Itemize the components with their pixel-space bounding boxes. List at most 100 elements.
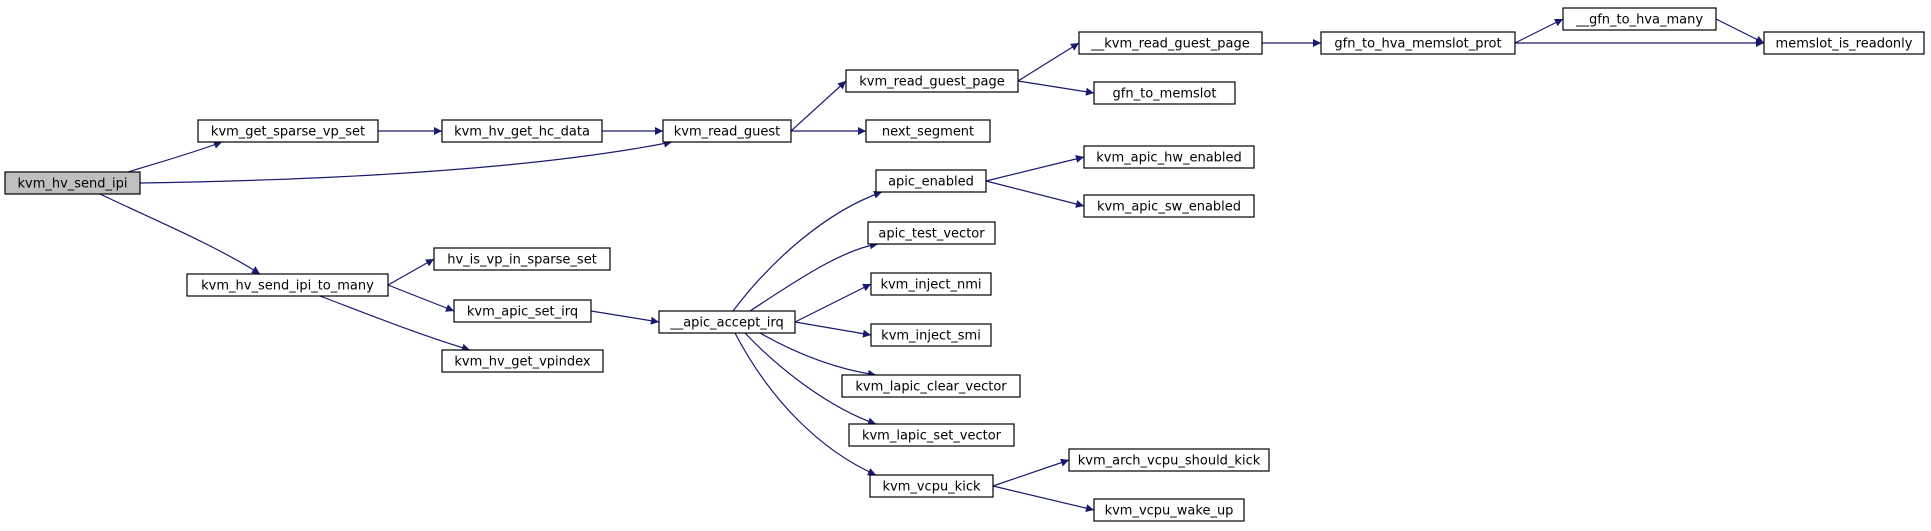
edge-layer	[99, 18, 1765, 513]
node-box	[1562, 7, 1717, 31]
node-label: __apic_accept_irq	[669, 316, 784, 331]
node-label: kvm_hv_get_hc_data	[454, 125, 590, 140]
node-label: kvm_inject_nmi	[880, 278, 981, 293]
node-label: kvm_lapic_clear_vector	[855, 380, 1007, 395]
node-kvm-vcpu-wake-up[interactable]: kvm_vcpu_wake_up	[1093, 498, 1245, 522]
node-box	[1083, 145, 1255, 169]
node-label: kvm_apic_set_irq	[467, 305, 578, 320]
edge-gfn-to-hva-many-to-memslot-is-readonly	[1715, 18, 1765, 44]
node-label: hv_is_vp_in_sparse_set	[447, 253, 597, 268]
node-label: kvm_hv_send_ipi_to_many	[201, 279, 374, 294]
node-label: apic_enabled	[888, 175, 974, 190]
node-kvm-get-sparse-vp-set[interactable]: kvm_get_sparse_vp_set	[197, 119, 379, 143]
node-gfn-to-hva-memslot-prot[interactable]: gfn_to_hva_memslot_prot	[1320, 31, 1516, 55]
edge-kvm-vcpu-kick-to-kvm-arch-vcpu-should-kick	[992, 458, 1070, 487]
node-label: kvm_hv_get_vpindex	[454, 355, 590, 370]
node-label: kvm_vcpu_wake_up	[1105, 504, 1234, 519]
node-box	[1763, 31, 1925, 55]
edge-apic-enabled-to-kvm-apic-sw-enabled	[985, 180, 1085, 208]
edge-apic-accept-irq-to-kvm-lapic-clear-vector	[759, 332, 877, 378]
node-box	[1093, 498, 1245, 522]
node-kvm-inject-nmi[interactable]: kvm_inject_nmi	[870, 272, 992, 296]
node-kvm-lapic-clear-vector[interactable]: kvm_lapic_clear_vector	[841, 374, 1021, 398]
edge-apic-accept-irq-to-apic-enabled	[732, 190, 883, 312]
node-label: kvm_arch_vcpu_should_kick	[1078, 454, 1261, 469]
node-label: kvm_hv_send_ipi	[17, 177, 127, 192]
edge-apic-accept-irq-to-kvm-inject-smi	[794, 321, 872, 338]
node-apic-enabled[interactable]: apic_enabled	[875, 169, 987, 193]
node-kvm-apic-hw-enabled[interactable]: kvm_apic_hw_enabled	[1083, 145, 1255, 169]
node-kvm-hv-send-ipi-to-many[interactable]: kvm_hv_send_ipi_to_many	[186, 273, 389, 297]
node-kvm-hv-get-hc-data[interactable]: kvm_hv_get_hc_data	[441, 119, 603, 143]
node-kvm-apic-sw-enabled[interactable]: kvm_apic_sw_enabled	[1083, 194, 1255, 218]
edge-kvm-hv-send-ipi-to-kvm-read-guest	[139, 139, 673, 184]
node-kvm-arch-vcpu-should-kick[interactable]: kvm_arch_vcpu_should_kick	[1068, 448, 1270, 472]
node-kvm-read-guest-page[interactable]: __kvm_read_guest_page	[1078, 31, 1263, 55]
node-box	[1320, 31, 1516, 55]
edge-kvm-hv-send-ipi-to-kvm-get-sparse-vp-set	[127, 141, 223, 173]
node-label: kvm_apic_hw_enabled	[1096, 151, 1242, 166]
node-box	[4, 171, 141, 195]
node-kvm-apic-set-irq[interactable]: kvm_apic_set_irq	[453, 299, 592, 323]
node-kvm-read-guest-page[interactable]: kvm_read_guest_page	[845, 69, 1019, 93]
node-box	[1078, 31, 1263, 55]
node-label: kvm_inject_smi	[881, 329, 981, 344]
node-box	[875, 169, 987, 193]
edge-apic-accept-irq-to-kvm-vcpu-kick	[734, 332, 877, 476]
node-box	[869, 474, 994, 498]
edge-apic-accept-irq-to-kvm-lapic-set-vector	[744, 332, 877, 426]
node-box	[197, 119, 379, 143]
edge-kvm-hv-send-ipi-to-many-to-hv-is-vp-in-sparse-set	[387, 258, 435, 286]
node-label: next_segment	[882, 125, 974, 140]
node-box	[433, 247, 611, 271]
node-apic-test-vector[interactable]: apic_test_vector	[867, 221, 996, 245]
node-box	[845, 69, 1019, 93]
edge-kvm-hv-send-ipi-to-many-to-kvm-hv-get-vpindex	[319, 295, 471, 352]
node-box	[453, 299, 592, 323]
node-label: __gfn_to_hva_many	[1575, 13, 1703, 28]
node-memslot-is-readonly[interactable]: memslot_is_readonly	[1763, 31, 1925, 55]
node-box	[662, 119, 792, 143]
node-label: kvm_get_sparse_vp_set	[211, 125, 365, 140]
node-label: kvm_read_guest	[674, 125, 781, 140]
node-box	[848, 423, 1015, 447]
node-layer: kvm_hv_send_ipi kvm_get_sparse_vp_set kvm_…	[4, 7, 1925, 522]
node-gfn-to-memslot[interactable]: gfn_to_memslot	[1093, 81, 1236, 105]
node-box	[1068, 448, 1270, 472]
node-kvm-hv-send-ipi[interactable]: kvm_hv_send_ipi	[4, 171, 141, 195]
node-gfn-to-hva-many[interactable]: __gfn_to_hva_many	[1562, 7, 1717, 31]
node-label: __kvm_read_guest_page	[1090, 37, 1250, 52]
node-label: gfn_to_hva_memslot_prot	[1334, 37, 1501, 52]
edge-gfn-to-hva-memslot-prot-to-gfn-to-hva-many	[1514, 18, 1564, 44]
node-box	[841, 374, 1021, 398]
edge-kvm-read-guest-page-to-kvm-read-guest-page	[1017, 42, 1080, 82]
node-label: apic_test_vector	[878, 227, 985, 242]
edge-apic-accept-irq-to-kvm-inject-nmi	[794, 283, 872, 323]
node-box	[870, 323, 992, 347]
node-kvm-lapic-set-vector[interactable]: kvm_lapic_set_vector	[848, 423, 1015, 447]
edge-kvm-apic-set-irq-to-apic-accept-irq	[590, 310, 660, 325]
node-apic-accept-irq[interactable]: __apic_accept_irq	[658, 310, 796, 334]
node-label: kvm_vcpu_kick	[882, 480, 981, 495]
node-label: kvm_apic_sw_enabled	[1097, 200, 1241, 215]
node-kvm-read-guest[interactable]: kvm_read_guest	[662, 119, 792, 143]
node-kvm-vcpu-kick[interactable]: kvm_vcpu_kick	[869, 474, 994, 498]
node-label: gfn_to_memslot	[1113, 87, 1217, 102]
node-kvm-inject-smi[interactable]: kvm_inject_smi	[870, 323, 992, 347]
node-hv-is-vp-in-sparse-set[interactable]: hv_is_vp_in_sparse_set	[433, 247, 611, 271]
node-label: memslot_is_readonly	[1776, 37, 1913, 52]
node-next-segment[interactable]: next_segment	[865, 119, 991, 143]
node-box	[1093, 81, 1236, 105]
node-kvm-hv-get-vpindex[interactable]: kvm_hv_get_vpindex	[441, 349, 604, 373]
edge-kvm-read-guest-page-to-gfn-to-memslot	[1017, 80, 1095, 96]
edge-kvm-hv-send-ipi-to-kvm-hv-send-ipi-to-many	[99, 193, 261, 275]
node-box	[441, 349, 604, 373]
node-box	[1083, 194, 1255, 218]
node-box	[658, 310, 796, 334]
edge-kvm-read-guest-to-kvm-read-guest-page	[790, 80, 847, 132]
node-box	[441, 119, 603, 143]
node-box	[867, 221, 996, 245]
node-label: kvm_read_guest_page	[859, 75, 1005, 90]
node-label: kvm_lapic_set_vector	[862, 429, 1002, 444]
